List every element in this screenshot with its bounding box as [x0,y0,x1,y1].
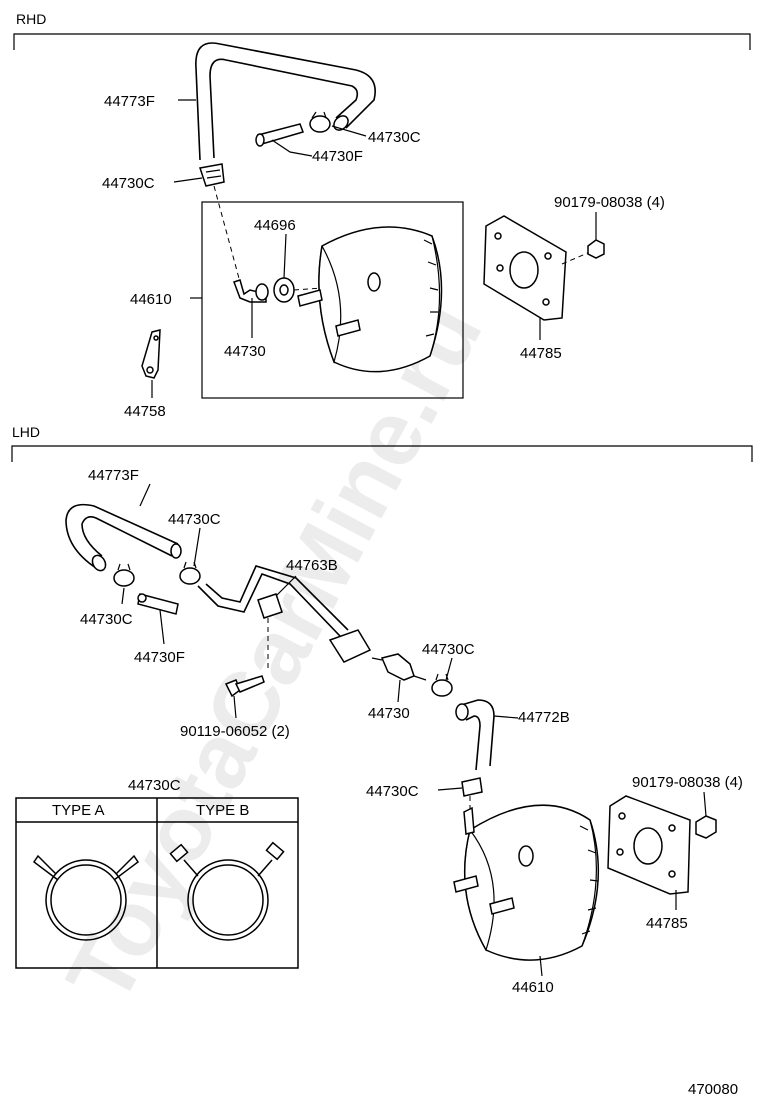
lhd-leader-clip-d [437,787,463,791]
rhd-leader-clip-top [331,125,367,137]
rhd-label-nut: 90179-08038 (4) [554,194,665,211]
rhd-label-clip-top: 44730C [368,129,421,146]
lhd-label-clip-b: 44730C [80,611,133,628]
lhd-clip-c [431,673,453,697]
lhd-hose-44773f [65,503,182,572]
lhd-label-bolt: 90119-06052 (2) [180,723,290,740]
lhd-leader-hose2 [493,715,519,719]
lhd-label-union: 44730F [134,649,185,666]
lhd-leader-hose [139,483,151,507]
lhd-nut [695,815,717,839]
clip-types-table [15,797,299,969]
lhd-brake-booster [453,804,600,961]
rhd-label-clip-left: 44730C [102,175,155,192]
lhd-leader-nut [703,791,707,817]
rhd-clip-left [199,163,225,187]
rhd-brake-booster [297,226,443,373]
lhd-clip-d [461,777,483,797]
rhd-label-booster: 44610 [130,291,172,308]
lhd-label-hose2: 44772B [518,709,570,726]
rhd-dash-clip [213,185,241,283]
lhd-leader-bolt [233,695,237,719]
section-label-lhd: LHD [12,424,40,440]
rhd-grommet [273,277,295,303]
lhd-vacuum-tube [197,565,372,663]
lhd-leader-tube [275,575,297,597]
lhd-label-nut: 90179-08038 (4) [632,774,743,791]
rhd-label-gasket: 44785 [520,345,562,362]
lhd-label-booster: 44610 [512,979,554,996]
rhd-booster-box [201,201,464,399]
clip-type-a-header: TYPE A [52,802,105,819]
rhd-bracket [141,329,161,379]
lhd-label-clip-a: 44730C [168,511,221,528]
rhd-section-bracket [13,33,751,50]
section-label-rhd: RHD [16,11,46,27]
lhd-leader-check-valve [397,679,401,703]
lhd-label-tube: 44763B [286,557,338,574]
clip-type-a-drawing [32,854,140,941]
rhd-leader-union [271,139,313,157]
lhd-leader-clip-a [193,527,201,567]
rhd-nut [587,239,605,259]
lhd-leader-booster [539,955,543,977]
rhd-leader-clip-left [173,177,203,183]
rhd-hose-44773f [195,42,376,161]
lhd-label-clip-d: 44730C [366,783,419,800]
rhd-label-grommet: 44696 [254,217,296,234]
lhd-leader-clip-c [445,657,453,681]
lhd-hose-44772b [455,699,495,771]
lhd-leader-union [159,609,165,645]
lhd-leader-clip-b [121,587,125,605]
lhd-clip-a [179,561,201,585]
lhd-clip-b [113,563,135,587]
clip-type-b-drawing [169,841,285,941]
lhd-section-bracket [11,445,753,462]
lhd-label-hose: 44773F [88,467,139,484]
lhd-label-clip-c: 44730C [422,641,475,658]
lhd-label-check-valve: 44730 [368,705,410,722]
rhd-union [255,123,304,147]
lhd-union [137,593,179,615]
rhd-label-check-valve: 44730 [224,343,266,360]
rhd-dash-grommet [293,283,377,291]
rhd-clip-top [309,111,331,133]
lhd-gasket [607,795,691,895]
rhd-gasket [483,215,567,321]
clip-types-title: 44730C [128,777,181,794]
rhd-leader-grommet [283,233,287,279]
clip-type-b-header: TYPE B [196,802,249,819]
lhd-check-valve [371,653,427,681]
lhd-label-gasket: 44785 [646,915,688,932]
rhd-check-valve [233,279,269,303]
rhd-label-bracket: 44758 [124,403,166,420]
rhd-label-hose: 44773F [104,93,155,110]
rhd-label-union: 44730F [312,148,363,165]
lhd-bolt [224,675,265,698]
diagram-code: 470080 [688,1081,738,1098]
